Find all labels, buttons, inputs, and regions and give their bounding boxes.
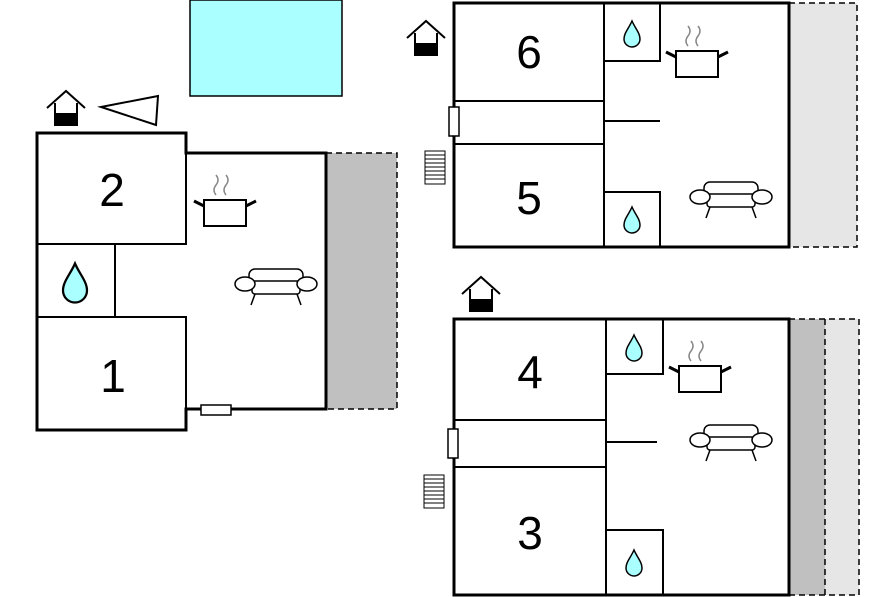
door-icon bbox=[200, 404, 232, 416]
water-drop-icon bbox=[623, 206, 641, 234]
room-number: 5 bbox=[516, 172, 542, 224]
water-drop-icon bbox=[61, 262, 89, 304]
stairs-icon bbox=[424, 150, 446, 185]
pool-icon bbox=[189, 0, 343, 97]
cooktop-icon bbox=[664, 24, 730, 79]
house-icon bbox=[406, 20, 446, 56]
cooktop-icon bbox=[192, 173, 258, 228]
stairs-icon bbox=[423, 474, 445, 509]
sofa-icon bbox=[234, 268, 318, 306]
terrace bbox=[825, 319, 859, 595]
room-number: 2 bbox=[99, 164, 125, 216]
water-drop-icon bbox=[625, 334, 643, 362]
cooktop-icon bbox=[667, 339, 733, 394]
room-number: 3 bbox=[517, 507, 543, 559]
unit-a: 2 1 bbox=[35, 90, 398, 432]
terrace bbox=[789, 319, 825, 595]
room-number: 1 bbox=[100, 350, 126, 402]
unit-b: 6 5 bbox=[406, 1, 858, 249]
terrace bbox=[789, 3, 857, 247]
house-icon bbox=[461, 276, 501, 312]
room-number: 4 bbox=[517, 346, 543, 398]
unit-c: 4 3 bbox=[423, 276, 860, 597]
water-drop-icon bbox=[623, 20, 641, 48]
sofa-icon bbox=[689, 181, 773, 219]
north-arrow-icon bbox=[97, 94, 160, 127]
door-icon bbox=[447, 428, 459, 459]
door-icon bbox=[448, 106, 460, 137]
house-icon bbox=[46, 90, 86, 126]
room-number: 6 bbox=[516, 26, 542, 78]
sofa-icon bbox=[689, 424, 773, 462]
water-drop-icon bbox=[625, 549, 643, 577]
terrace bbox=[326, 153, 397, 409]
